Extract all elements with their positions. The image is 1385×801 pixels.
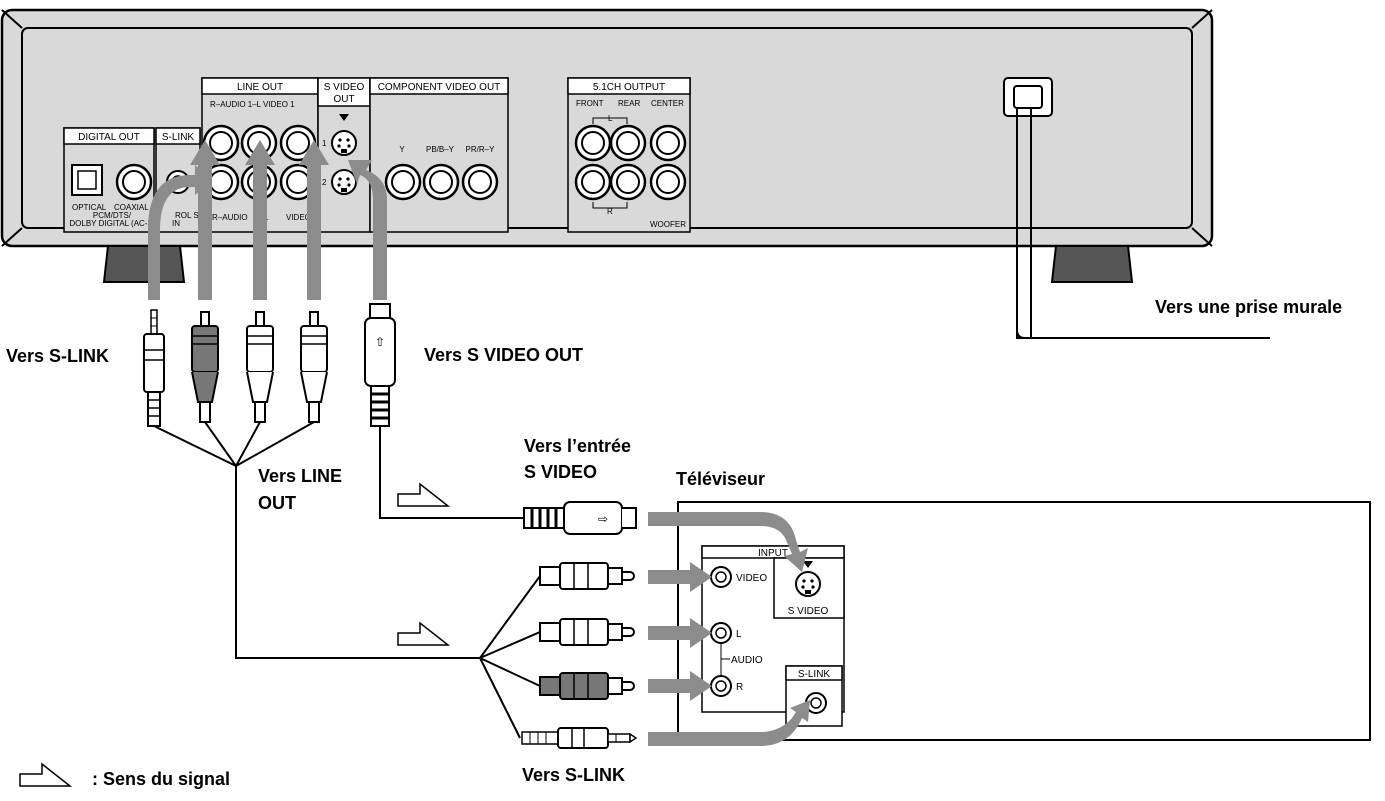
svideo-out-socket-2 [331,169,357,195]
svideo-out-socket-1 [331,130,357,156]
ch51-rear-l-jack [609,124,647,162]
tv-rca-plug-video [539,562,635,590]
tv-audio-label: AUDIO [731,655,763,666]
component-video-label: COMPONENT VIDEO OUT [378,82,501,93]
ch51-l-label: L [608,114,613,123]
component-pr-label: PR/R–Y [466,145,496,154]
coaxial-jack [115,163,153,201]
tv-svideo-label: S VIDEO [788,606,829,617]
player-cables: ⇧ [143,303,524,659]
ch51-front-label: FRONT [576,99,604,108]
tv-svideo-plug: ⇨ [523,501,637,535]
component-y-label: Y [399,145,405,154]
component-video-section: COMPONENT VIDEO OUT Y PB/B–Y PR/R–Y [369,77,509,233]
tv-side-cables: ⇨ [479,501,638,749]
player-foot-left [102,245,186,283]
svg-text:⇧: ⇧ [375,335,385,349]
caption-to-line-out-2: OUT [258,493,296,513]
svideo-plug-player: ⇧ [364,303,396,427]
caption-to-slink-tv: Vers S-LINK [522,765,625,785]
svg-text:⇨: ⇨ [598,512,608,526]
caption-to-wall-outlet: Vers une prise murale [1155,297,1342,317]
tv-input-label: INPUT [758,548,788,559]
line-out-label: LINE OUT [237,82,283,93]
caption-tv: Téléviseur [676,469,765,489]
ch51-front-l-jack [574,124,612,162]
tv-video-label: VIDEO [736,573,767,584]
tv-svideo-socket [795,571,821,597]
control-s-label: ROL S [175,211,199,220]
ch51-output-section: 5.1CH OUTPUT FRONT REAR CENTER L R WOOFE… [567,77,691,233]
coaxial-label: COAXIAL [114,203,149,212]
tv-audio-r-label: R [736,682,743,693]
caption-signal-legend: : Sens du signal [92,769,230,789]
player-connection-arrows [148,140,387,300]
caption-to-svideo-in-1: Vers l’entrée [524,436,631,456]
line-out-sub-label: R–AUDIO 1–L VIDEO 1 [210,100,295,109]
ch51-center-label: CENTER [651,99,684,108]
power-cord [1003,77,1270,339]
svideo-out-num-2: 2 [322,178,327,187]
ch51-woofer-jack [649,163,687,201]
component-pr-jack [461,163,499,201]
line-out-bottom-video: VIDEO [286,213,311,222]
player-foot-right [1050,245,1134,283]
rca-plug-audio-l [246,311,274,423]
signal-arrow-svideo [397,483,449,507]
ch51-front-r-jack [574,163,612,201]
ch51-label: 5.1CH OUTPUT [593,82,665,93]
ch51-center-jack [649,124,687,162]
slink-label: S-LINK [162,132,195,143]
ch51-r-label: R [607,207,613,216]
rca-plug-video [300,311,328,423]
digital-out-label: DIGITAL OUT [78,132,140,143]
line-out-bottom-audio: R–AUDIO [212,213,248,222]
svideo-out-num-1: 1 [322,139,327,148]
tv-audio-l-label: L [736,629,742,640]
tv-rca-plug-audio-l [539,618,635,646]
caption-to-slink: Vers S-LINK [6,346,109,366]
dolby-label: DOLBY DIGITAL (AC-3) [69,219,155,228]
component-y-jack [384,163,422,201]
slink-mini-plug [143,309,165,427]
digital-out-section: DIGITAL OUT OPTICAL COAXIAL PCM/DTS/ DOL… [63,127,155,233]
ch51-rear-r-jack [609,163,647,201]
signal-arrow-line [397,622,449,646]
ch51-woofer-label: WOOFER [650,220,686,229]
tv-rear-panel: INPUT S VIDEO VIDEO L AUDIO R S-LINK [677,501,1371,741]
tv-slink-mini-plug [521,727,638,749]
caption-to-line-out-1: Vers LINE [258,466,342,486]
ch51-rear-label: REAR [618,99,640,108]
tv-slink-label: S-LINK [798,669,831,680]
slink-in-label: IN [172,219,180,228]
svideo-out-section: S VIDEO OUT 1 2 [317,77,371,233]
svideo-out-label-1: S VIDEO [324,82,365,93]
rca-plug-audio-r [191,311,219,423]
component-pb-jack [422,163,460,201]
caption-to-svideo-in-2: S VIDEO [524,462,597,482]
optical-label: OPTICAL [72,203,107,212]
signal-arrow-legend [19,763,71,787]
pcm-dts-label: PCM/DTS/ [93,211,132,220]
svideo-out-label-2: OUT [333,94,354,105]
tv-connection-arrows [648,512,810,746]
component-pb-label: PB/B–Y [426,145,455,154]
caption-to-svideo-out: Vers S VIDEO OUT [424,345,583,365]
tv-rca-plug-audio-r [539,672,635,700]
